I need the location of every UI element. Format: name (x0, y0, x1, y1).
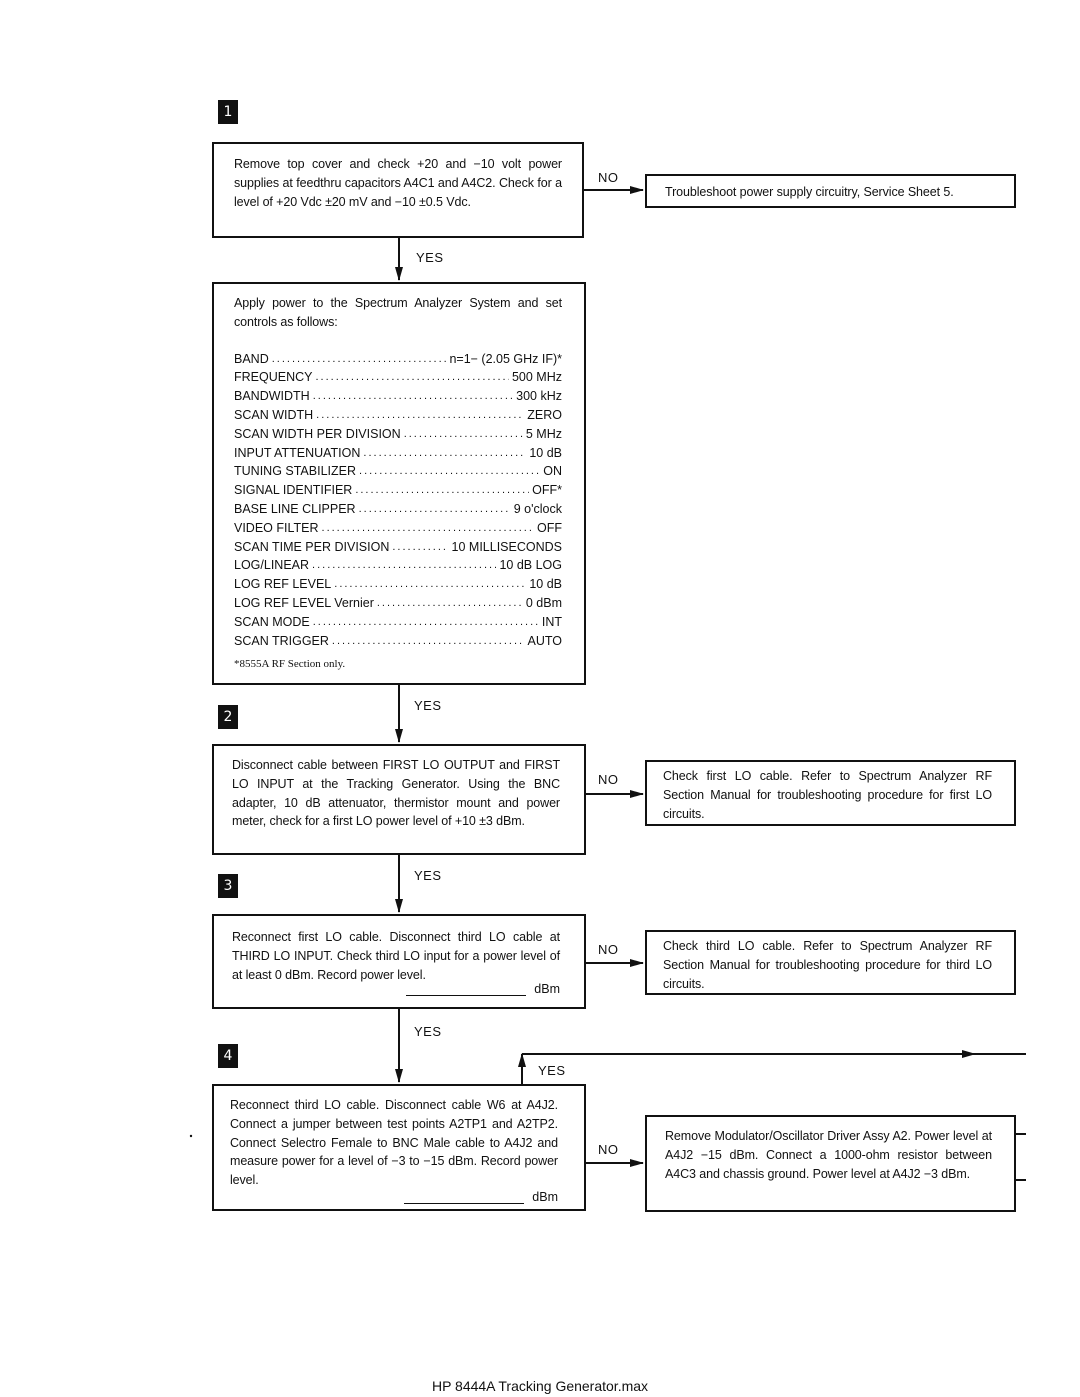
control-value: 0 dBm (525, 595, 562, 610)
control-value: n=1− (2.05 GHz IF)* (449, 351, 562, 366)
control-value: 10 dB (529, 445, 562, 460)
control-row: SCAN TRIGGER AUTO (234, 632, 562, 651)
modulator-record-field: dBm (230, 1190, 558, 1204)
first-lo-cable-box: Check first LO cable. Refer to Spectrum … (645, 760, 1016, 826)
control-row: SCAN MODE INT (234, 613, 562, 632)
third-lo-check-text: Reconnect first LO cable. Disconnect thi… (232, 930, 560, 982)
control-name: SCAN TIME PER DIVISION (234, 539, 390, 554)
control-name: FREQUENCY (234, 370, 313, 385)
control-row: TUNING STABILIZER ON (234, 462, 562, 481)
control-value: 9 o'clock (513, 501, 562, 516)
yes-label-2: YES (414, 698, 442, 713)
setup-controls-box: Apply power to the Spectrum Analyzer Sys… (212, 282, 586, 685)
third-lo-cable-text: Check third LO cable. Refer to Spectrum … (663, 939, 992, 991)
no-label-1: NO (598, 170, 619, 185)
third-lo-unit: dBm (534, 982, 560, 997)
first-lo-check-box: Disconnect cable between FIRST LO OUTPUT… (212, 744, 586, 855)
control-value: 10 dB (529, 577, 562, 592)
control-row: SCAN WIDTH ZERO (234, 406, 562, 425)
control-name: LOG REF LEVEL (234, 577, 332, 592)
step-2-marker: 2 (218, 705, 238, 729)
control-value: 5 MHz (525, 426, 562, 441)
control-value: 10 MILLISECONDS (451, 539, 562, 554)
controls-list: BANDn=1− (2.05 GHz IF)*FREQUENCY500 MHzB… (234, 350, 562, 651)
stray-dot (189, 1134, 193, 1138)
control-row: SIGNAL IDENTIFIER OFF* (234, 481, 562, 500)
control-name: SCAN WIDTH (234, 407, 314, 422)
yes-label-3: YES (414, 868, 442, 883)
remove-modulator-box: Remove Modulator/Oscillator Driver Assy … (645, 1115, 1016, 1212)
modulator-power-text: Reconnect third LO cable. Disconnect cab… (230, 1098, 558, 1188)
modulator-power-box: Reconnect third LO cable. Disconnect cab… (212, 1084, 586, 1211)
third-lo-record-field: dBm (232, 982, 560, 997)
third-lo-cable-box: Check third LO cable. Refer to Spectrum … (645, 930, 1016, 995)
no-label-3: NO (598, 942, 619, 957)
control-name: SCAN MODE (234, 614, 310, 629)
control-value: 10 dB LOG (499, 558, 562, 573)
control-row: LOG REF LEVEL Vernier 0 dBm (234, 594, 562, 613)
control-value: AUTO (527, 633, 563, 648)
control-row: INPUT ATTENUATION 10 dB (234, 444, 562, 463)
no-label-4: NO (598, 1142, 619, 1157)
control-name: LOG/LINEAR (234, 558, 310, 573)
record-blank-line (406, 983, 527, 997)
control-value: INT (541, 614, 562, 629)
control-row: SCAN TIME PER DIVISION 10 MILLISECONDS (234, 538, 562, 557)
control-value: 500 MHz (511, 370, 562, 385)
record-blank-line (404, 1191, 525, 1204)
control-value: OFF* (532, 483, 562, 498)
control-row: LOG/LINEAR 10 dB LOG (234, 556, 562, 575)
control-row: BASE LINE CLIPPER 9 o'clock (234, 500, 562, 519)
first-lo-cable-text: Check first LO cable. Refer to Spectrum … (663, 769, 992, 821)
control-row: BAND n=1− (2.05 GHz IF)* (234, 350, 562, 369)
first-lo-check-text: Disconnect cable between FIRST LO OUTPUT… (232, 758, 560, 829)
control-value: OFF (537, 520, 562, 535)
control-value: 300 kHz (516, 389, 562, 404)
control-value: ZERO (527, 407, 562, 422)
yes-label-4: YES (414, 1024, 442, 1039)
troubleshoot-power-text: Troubleshoot power supply circuitry, Ser… (665, 185, 954, 199)
modulator-unit: dBm (532, 1189, 558, 1204)
control-row: VIDEO FILTER OFF (234, 519, 562, 538)
control-value: ON (543, 464, 562, 479)
setup-intro-text: Apply power to the Spectrum Analyzer Sys… (234, 296, 562, 329)
page-footer: HP 8444A Tracking Generator.max (431, 1378, 649, 1394)
control-name: LOG REF LEVEL Vernier (234, 595, 374, 610)
troubleshoot-power-box: Troubleshoot power supply circuitry, Ser… (645, 174, 1016, 208)
control-name: BANDWIDTH (234, 389, 310, 404)
control-name: BASE LINE CLIPPER (234, 501, 356, 516)
check-power-supplies-box: Remove top cover and check +20 and −10 v… (212, 142, 584, 238)
control-row: LOG REF LEVEL 10 dB (234, 575, 562, 594)
no-label-2: NO (598, 772, 619, 787)
yes-label-1: YES (416, 250, 444, 265)
control-name: TUNING STABILIZER (234, 464, 357, 479)
control-name: SIGNAL IDENTIFIER (234, 483, 353, 498)
third-lo-check-box: Reconnect first LO cable. Disconnect thi… (212, 914, 586, 1009)
remove-modulator-text: Remove Modulator/Oscillator Driver Assy … (665, 1129, 992, 1181)
step-3-marker: 3 (218, 874, 238, 898)
control-name: SCAN TRIGGER (234, 633, 329, 648)
control-name: BAND (234, 351, 269, 366)
setup-footnote: *8555A RF Section only. (234, 658, 346, 671)
control-name: SCAN WIDTH PER DIVISION (234, 426, 401, 441)
control-name: VIDEO FILTER (234, 520, 319, 535)
control-name: INPUT ATTENUATION (234, 445, 361, 460)
yes-label-5: YES (538, 1063, 566, 1078)
control-row: SCAN WIDTH PER DIVISION 5 MHz (234, 425, 562, 444)
control-row: FREQUENCY 500 MHz (234, 368, 562, 387)
step-4-marker: 4 (218, 1044, 238, 1068)
check-power-supplies-text: Remove top cover and check +20 and −10 v… (234, 157, 562, 209)
control-row: BANDWIDTH 300 kHz (234, 387, 562, 406)
step-1-marker: 1 (218, 100, 238, 124)
